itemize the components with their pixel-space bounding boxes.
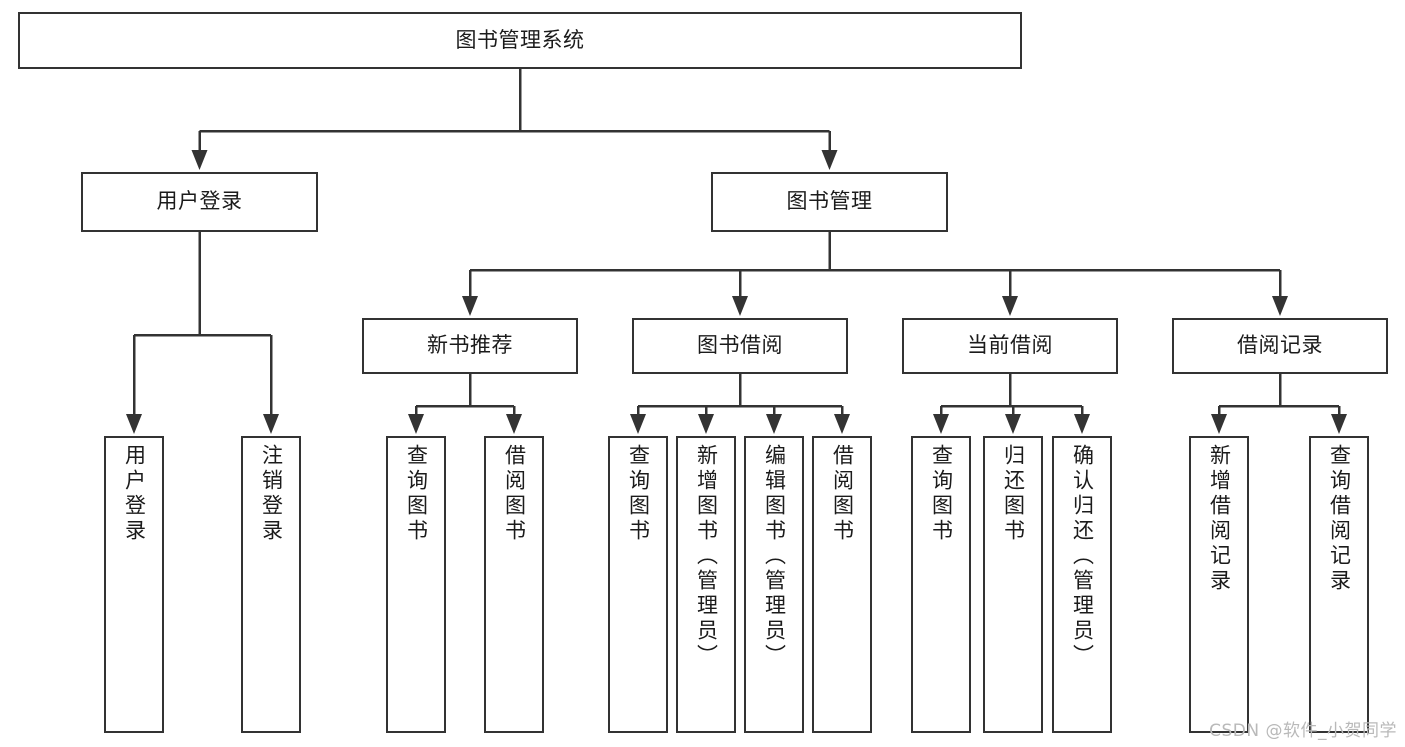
node-borrow-record[interactable]: 借阅记录: [1172, 318, 1388, 374]
node-label: 新书推荐: [427, 333, 513, 358]
node-leaf-add-borrow-record[interactable]: 新增借阅记录: [1189, 436, 1249, 733]
node-leaf-query-book-cur[interactable]: 查询图书: [911, 436, 971, 733]
node-label: 当前借阅: [967, 333, 1053, 358]
node-book-manage[interactable]: 图书管理: [711, 172, 948, 232]
node-leaf-edit-book-admin[interactable]: 编辑图书（管理员）: [744, 436, 804, 733]
watermark-text: CSDN @软件_小贺同学: [1209, 721, 1397, 741]
node-label: 用户登录: [122, 444, 147, 544]
node-label: 查询图书: [929, 444, 954, 544]
node-leaf-borrow-book[interactable]: 借阅图书: [812, 436, 872, 733]
node-label: 确认归还（管理员）: [1070, 444, 1095, 669]
node-label: 借阅图书: [502, 444, 527, 544]
node-label: 查询借阅记录: [1327, 444, 1352, 594]
node-leaf-add-book-admin[interactable]: 新增图书（管理员）: [676, 436, 736, 733]
node-label: 编辑图书（管理员）: [762, 444, 787, 669]
node-label: 查询图书: [626, 444, 651, 544]
node-label: 注销登录: [259, 444, 284, 544]
node-label: 图书管理系统: [455, 27, 585, 52]
node-label: 新增图书（管理员）: [694, 444, 719, 669]
node-label: 归还图书: [1001, 444, 1026, 544]
node-label: 图书借阅: [697, 333, 783, 358]
node-leaf-confirm-return-admin[interactable]: 确认归还（管理员）: [1052, 436, 1112, 733]
node-leaf-query-borrow-record[interactable]: 查询借阅记录: [1309, 436, 1369, 733]
node-leaf-user-login[interactable]: 用户登录: [104, 436, 164, 733]
node-label: 图书管理: [786, 189, 873, 214]
node-label: 新增借阅记录: [1207, 444, 1232, 594]
node-root[interactable]: 图书管理系统: [18, 12, 1022, 69]
node-leaf-query-book-borrow[interactable]: 查询图书: [608, 436, 668, 733]
node-label: 用户登录: [156, 189, 243, 214]
node-label: 借阅记录: [1237, 333, 1323, 358]
node-current-borrow[interactable]: 当前借阅: [902, 318, 1118, 374]
node-label: 借阅图书: [830, 444, 855, 544]
node-book-borrow[interactable]: 图书借阅: [632, 318, 848, 374]
node-leaf-query-book-rec[interactable]: 查询图书: [386, 436, 446, 733]
node-leaf-logout[interactable]: 注销登录: [241, 436, 301, 733]
node-label: 查询图书: [404, 444, 429, 544]
node-user-login[interactable]: 用户登录: [81, 172, 318, 232]
node-new-book-recommend[interactable]: 新书推荐: [362, 318, 578, 374]
node-leaf-borrow-book-rec[interactable]: 借阅图书: [484, 436, 544, 733]
node-leaf-return-book[interactable]: 归还图书: [983, 436, 1043, 733]
